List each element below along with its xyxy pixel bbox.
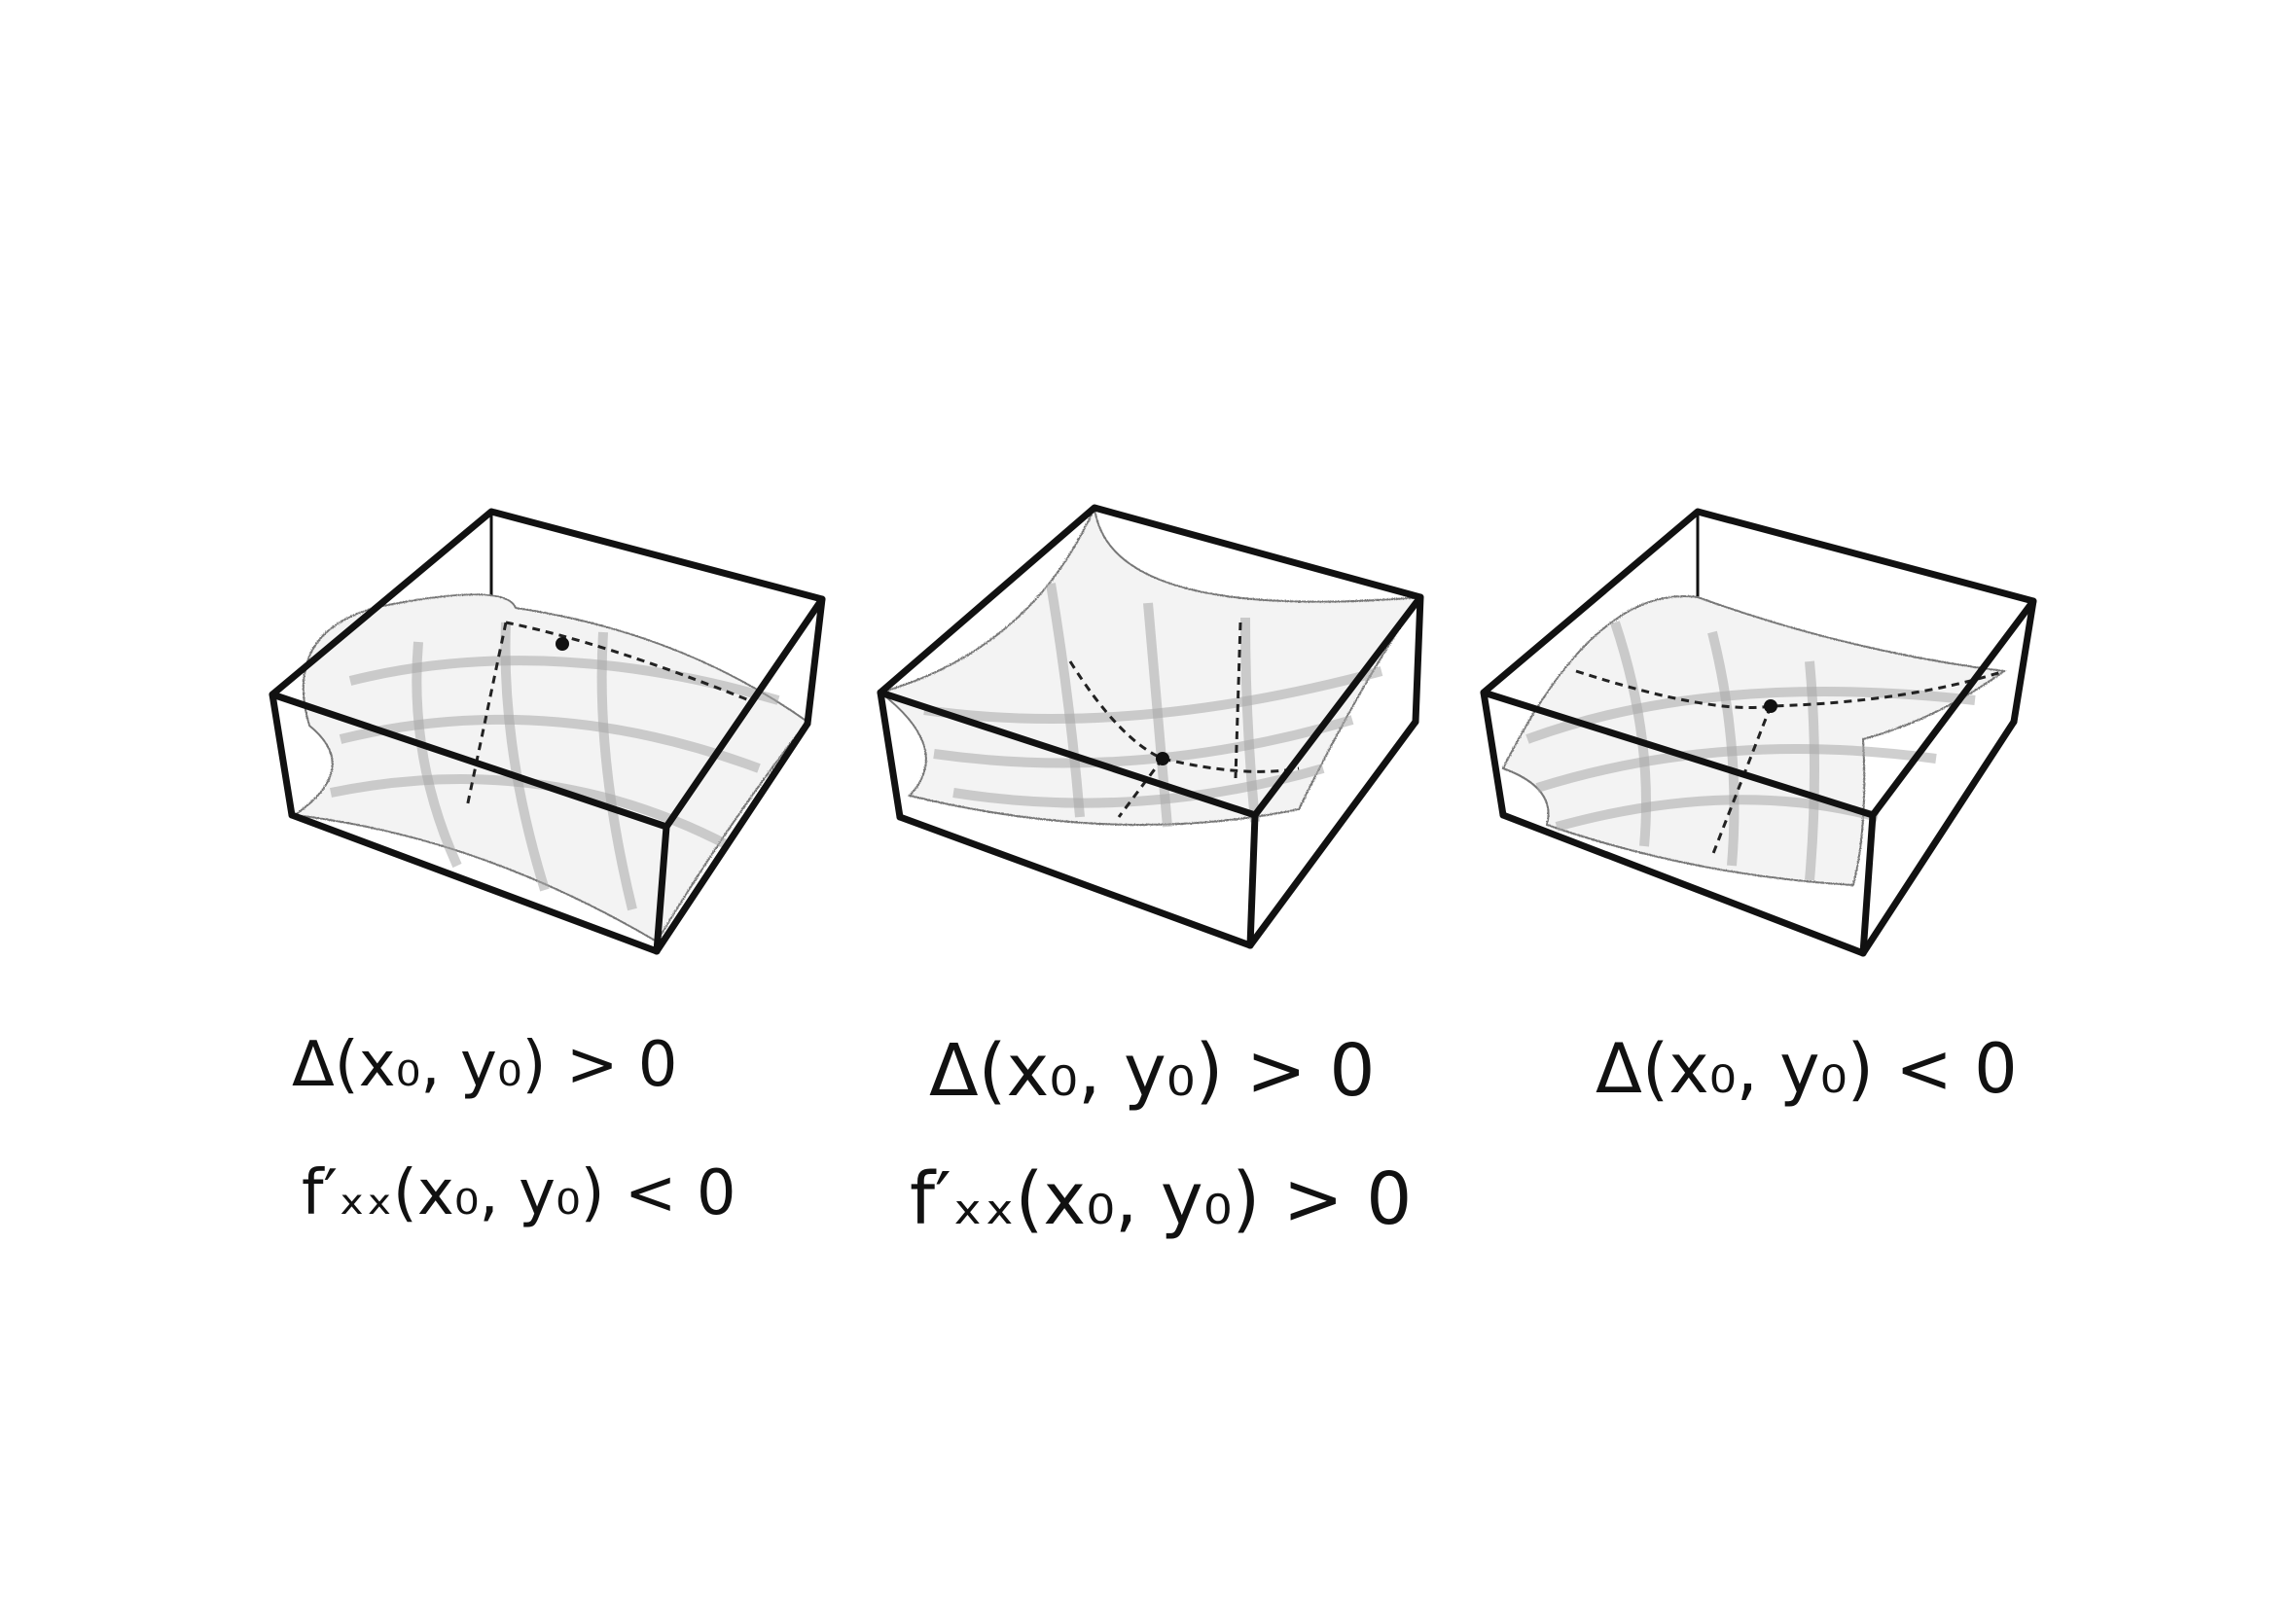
critical-point-dot (1764, 699, 1777, 713)
critical-point-dot (1156, 752, 1169, 765)
box-saddle (1480, 508, 2037, 957)
label-max-discriminant: Δ(x₀, y₀) > 0 (292, 1029, 678, 1101)
critical-point-dot (556, 637, 569, 651)
label-saddle-discriminant: Δ(x₀, y₀) < 0 (1596, 1029, 2018, 1109)
label-min-discriminant: Δ(x₀, y₀) > 0 (929, 1029, 1376, 1113)
label-max-second-derivative: f′ₓₓ(x₀, y₀) < 0 (302, 1157, 736, 1229)
box-minimum (877, 504, 1424, 949)
box-maximum (269, 508, 826, 955)
surface-minimum (878, 504, 1423, 828)
surface-maximum (292, 593, 809, 943)
label-min-second-derivative: f′ₓₓ(x₀, y₀) > 0 (910, 1157, 1413, 1241)
